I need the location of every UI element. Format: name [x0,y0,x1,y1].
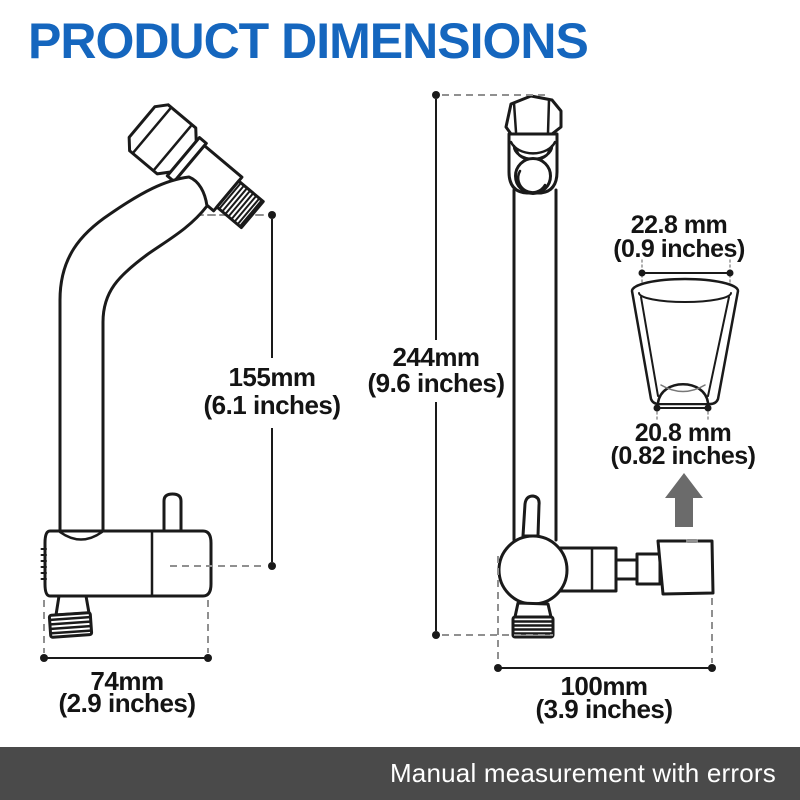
up-arrow-icon [665,473,703,527]
ball-joint [497,534,569,606]
connector-block [558,546,618,593]
cup-bottom-label-mm: 20.8 mm [635,419,732,447]
page-title: PRODUCT DIMENSIONS [28,13,589,69]
connector-neck [614,558,639,581]
connector-sleeve [635,552,662,586]
cup-inner-rim [638,292,732,303]
dim-100-label-inches: (3.9 inches) [535,694,672,724]
cup-bottom-label-inches: (0.82 inches) [611,442,756,470]
cup-wall-left [640,296,659,397]
dim-155 [170,211,276,570]
holder-knob [656,539,715,596]
spout-tube [58,175,209,534]
dim-100 [497,556,713,663]
thread-hatching [218,182,263,227]
bottom-neck [513,601,553,619]
left-faucet-head [127,103,265,230]
dim-100-line [494,664,716,672]
left-edge-thread-ticks [40,548,47,580]
dim-74-label-mm: 74mm [90,666,163,696]
left-faucet-drawing [40,103,267,639]
ball-lever [521,494,541,538]
cup-wall-right [707,296,730,397]
control-knob [162,492,183,534]
dim-100-label-mm: 100mm [560,671,647,701]
bottom-outlet-threads [47,611,94,639]
cup-top-label-mm: 22.8 mm [631,211,728,239]
dim-244-label-mm: 244mm [392,342,479,372]
footer-bar: Manual measurement with errors [0,747,800,800]
holder-cup-drawing [630,259,740,421]
dim-155-label-inches: (6.1 inches) [203,390,340,420]
dim-74 [43,600,209,653]
lower-valve-body [43,529,213,598]
footer-note: Manual measurement with errors [389,758,776,788]
right-faucet-drawing [497,94,715,639]
cup-top-label-inches: (0.9 inches) [613,235,745,263]
dim-74-line [40,654,212,662]
dim-74-label-inches: (2.9 inches) [58,688,195,718]
cup-seat-arc [660,384,706,393]
opening-inner-arc [516,169,547,194]
dim-244 [432,91,553,639]
tube-mouth-arc [58,530,104,541]
dim-155-label-mm: 155mm [228,362,315,392]
dim-244-label-inches: (9.6 inches) [367,368,504,398]
